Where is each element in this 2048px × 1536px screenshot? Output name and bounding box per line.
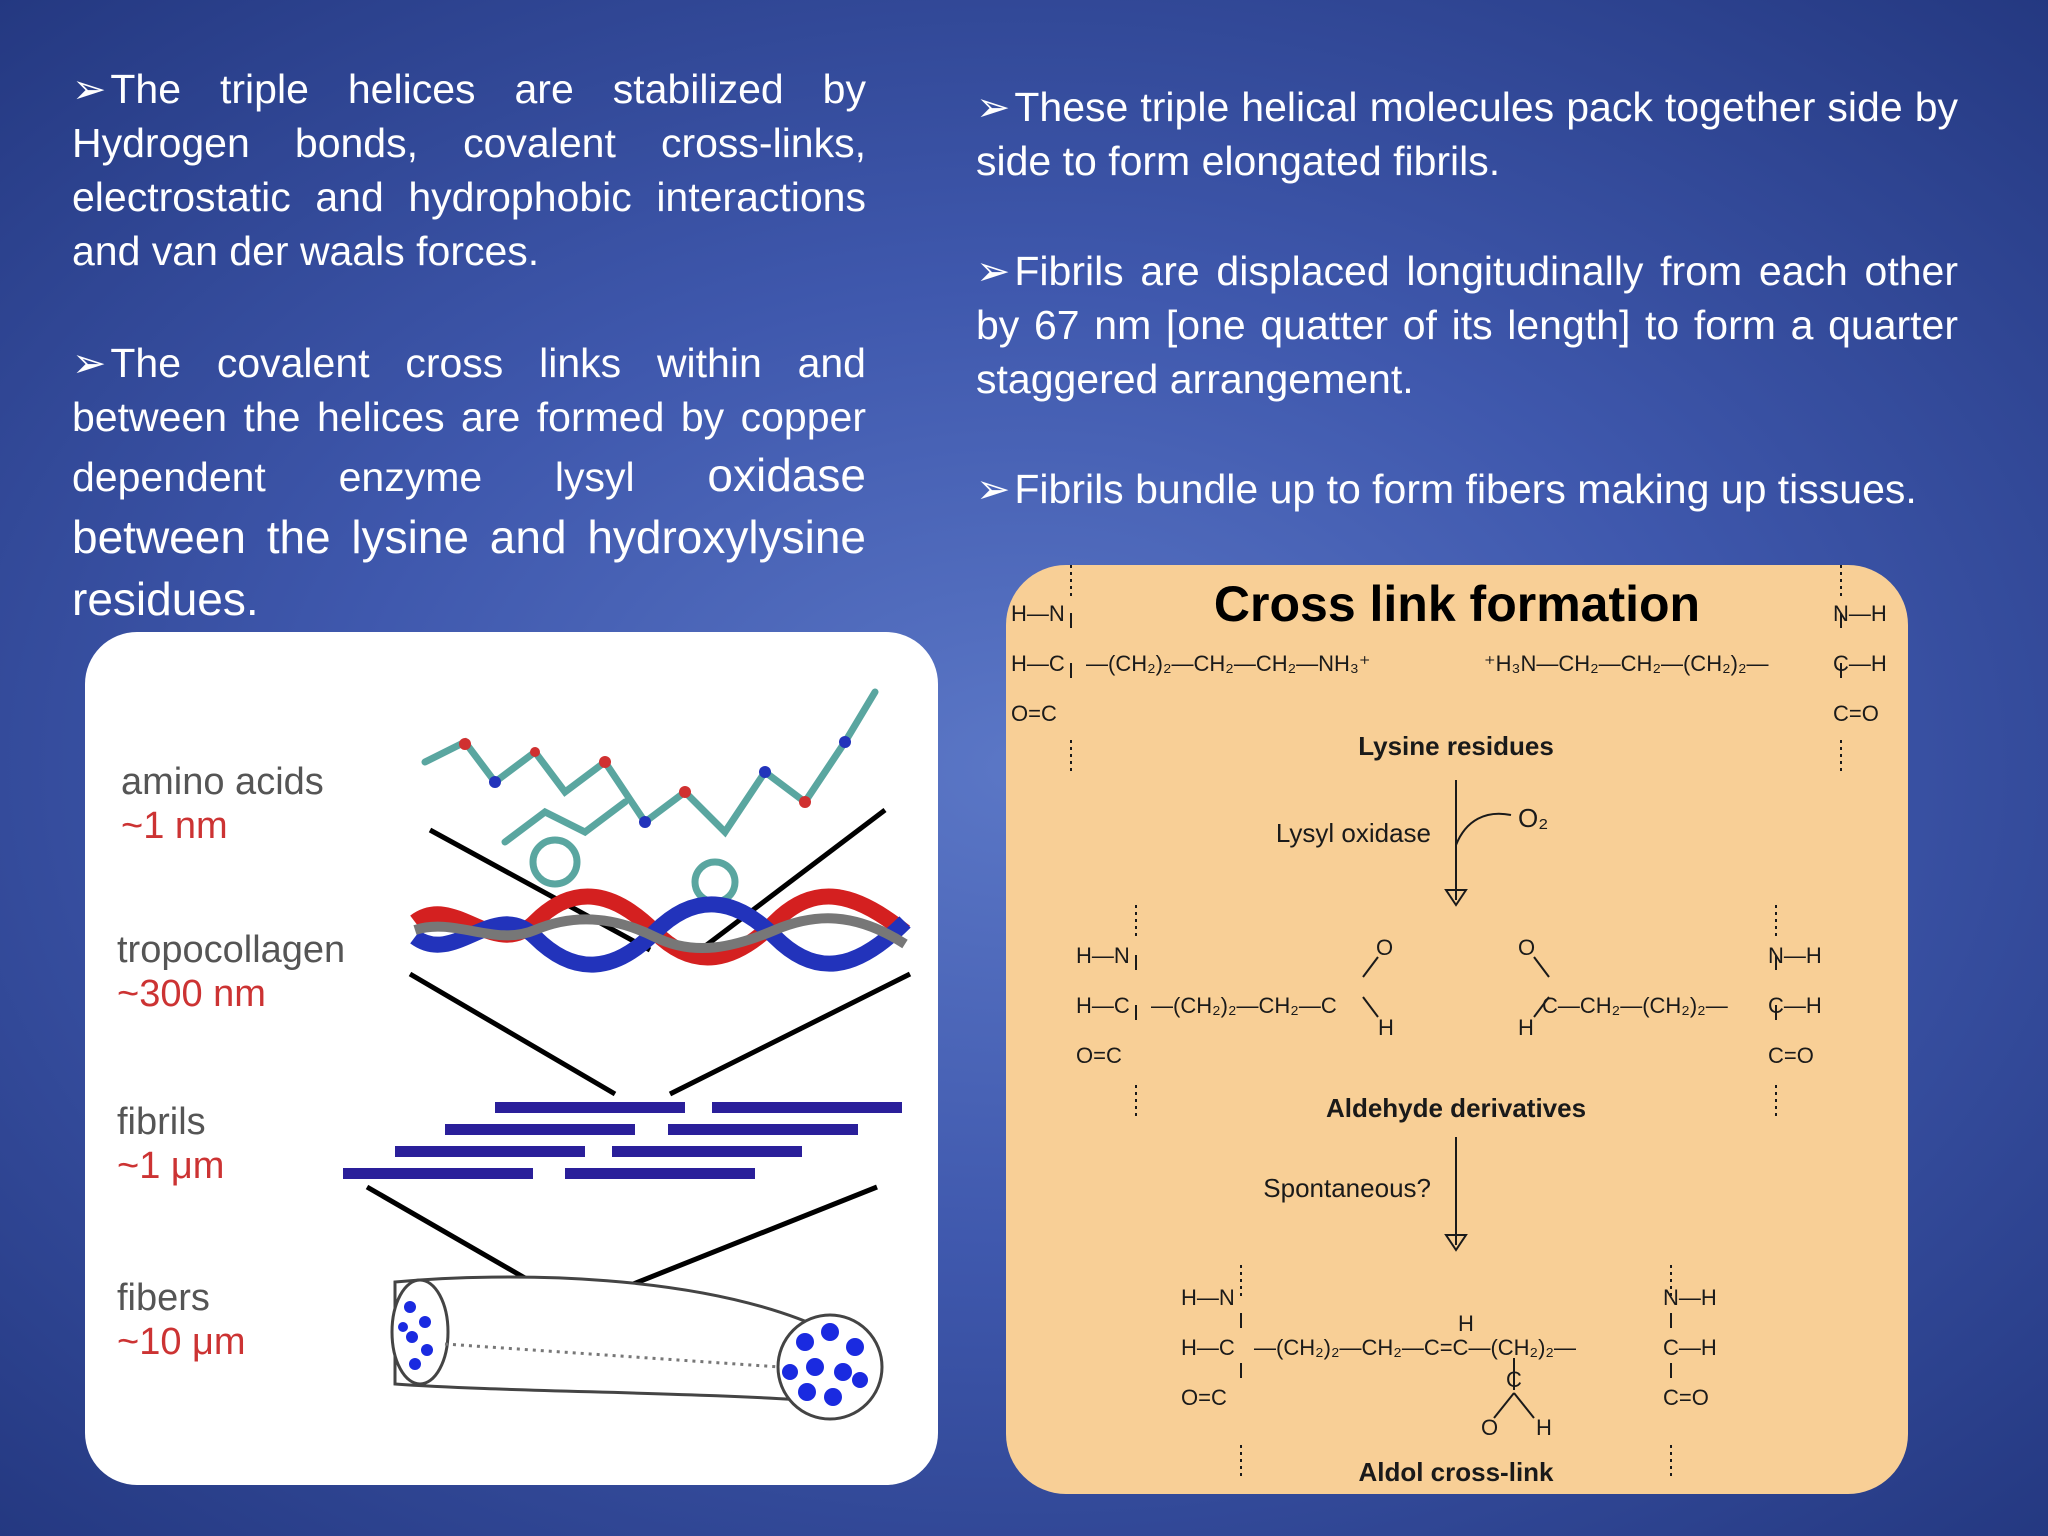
paragraph-text: Fibrils bundle up to form fibers making …	[1014, 466, 1917, 512]
paragraph-text: The covalent cross links within and betw…	[72, 340, 866, 500]
aldol-aldehyde-oxygen: O	[1481, 1415, 1498, 1440]
figure-title: Cross link formation	[1213, 576, 1701, 632]
lysyl-oxidase-label: Lysyl oxidase	[1276, 818, 1431, 848]
level-size-fibers: ~10 μm	[117, 1321, 246, 1363]
paragraph-text: The triple helices are stabilized by Hyd…	[72, 66, 866, 274]
paragraph-text: These triple helical molecules pack toge…	[976, 84, 1958, 184]
aldehyde-left-amine: H—N	[1076, 943, 1130, 968]
aldehyde-derivatives-label: Aldehyde derivatives	[1326, 1093, 1586, 1123]
bullet-triple-helix-packing: ➢These triple helical molecules pack tog…	[976, 80, 1958, 188]
aldehyde-left-hydrogen: H	[1378, 1015, 1394, 1040]
bullet-arrow-icon: ➢	[976, 466, 1011, 512]
lysine-right-side-chain: ⁺H₃N—CH₂—CH₂—(CH₂)₂—	[1484, 651, 1769, 676]
reaction-arrowhead-icon	[1444, 889, 1468, 1252]
aldol-aldehyde-carbon: C	[1506, 1367, 1522, 1392]
level-size-tropocollagen: ~300 nm	[117, 973, 266, 1015]
level-label-fibers: fibers	[117, 1277, 210, 1319]
lysine-right-carbonyl: C=O	[1833, 701, 1879, 726]
aldol-left-carbonyl: O=C	[1181, 1385, 1227, 1410]
level-label-amino-acids: amino acids	[121, 761, 324, 803]
level-size-amino-acids: ~1 nm	[121, 805, 228, 847]
collagen-hierarchy-diagram: amino acids ~1 nm tropocollagen ~300 nm …	[117, 688, 912, 1421]
paragraph-text: Fibrils are displaced longitudinally fro…	[976, 248, 1958, 402]
staggered-fibrils-icon	[343, 1102, 902, 1179]
zoom-connector-lines	[365, 808, 912, 1303]
lysine-right-alpha-carbon: C—H	[1833, 651, 1887, 676]
crosslink-reaction-diagram: H—N H—C —(CH₂)₂—CH₂—CH₂—NH₃⁺ O=C ⁺H₃N—CH…	[1011, 565, 1887, 1487]
spontaneous-label: Spontaneous?	[1263, 1173, 1431, 1203]
aldehyde-right-amine: N—H	[1768, 943, 1822, 968]
tropocollagen-triple-helix-icon	[410, 888, 911, 973]
collagen-fiber-bundle-icon	[390, 1275, 884, 1421]
lysine-left-carbonyl: O=C	[1011, 701, 1057, 726]
aldol-right-carbonyl: C=O	[1663, 1385, 1709, 1410]
aldol-right-amine: N—H	[1663, 1285, 1717, 1310]
aldol-crosslink-label: Aldol cross-link	[1358, 1457, 1554, 1487]
bullet-covalent-crosslinks: ➢The covalent cross links within and bet…	[72, 336, 866, 630]
level-label-fibrils: fibrils	[117, 1101, 206, 1143]
bullet-fibril-bundles: ➢Fibrils bundle up to form fibers making…	[976, 462, 1958, 516]
aldehyde-left-oxygen: O	[1376, 935, 1393, 960]
lysine-left-amine: H—N	[1011, 601, 1065, 626]
lysine-residues-label: Lysine residues	[1358, 731, 1554, 761]
aldehyde-right-alpha-carbon: C—H	[1768, 993, 1822, 1018]
aldol-bridge-chain: —(CH₂)₂—CH₂—C=C—(CH₂)₂—	[1254, 1335, 1576, 1360]
aldehyde-right-oxygen: O	[1518, 935, 1535, 960]
aldol-bridge-hydrogen: H	[1458, 1311, 1474, 1336]
aldehyde-right-hydrogen: H	[1518, 1015, 1534, 1040]
collagen-hierarchy-figure: amino acids ~1 nm tropocollagen ~300 nm …	[85, 632, 938, 1485]
aldehyde-right-side-chain: C—CH₂—(CH₂)₂—	[1542, 993, 1728, 1018]
bullet-arrow-icon: ➢	[72, 66, 107, 112]
level-label-tropocollagen: tropocollagen	[117, 929, 345, 971]
aldehyde-right-carbonyl: C=O	[1768, 1043, 1814, 1068]
bullet-arrow-icon: ➢	[976, 84, 1011, 130]
aldol-aldehyde-hydrogen: H	[1536, 1415, 1552, 1440]
aldehyde-left-alpha-carbon: H—C	[1076, 993, 1130, 1018]
paragraph-text-large: oxidase between the lysine and hydroxyly…	[72, 449, 866, 625]
lysine-left-alpha-carbon: H—C	[1011, 651, 1065, 676]
bullet-helix-stabilization: ➢The triple helices are stabilized by Hy…	[72, 62, 866, 278]
lysine-right-amine: N—H	[1833, 601, 1887, 626]
aldol-left-amine: H—N	[1181, 1285, 1235, 1310]
aldol-right-alpha-carbon: C—H	[1663, 1335, 1717, 1360]
aldehyde-left-side-chain: —(CH₂)₂—CH₂—C	[1151, 993, 1337, 1018]
aldehyde-left-carbonyl: O=C	[1076, 1043, 1122, 1068]
bullet-fibril-displacement: ➢Fibrils are displaced longitudinally fr…	[976, 244, 1958, 406]
crosslink-formation-figure: Cross link formation	[1006, 565, 1908, 1494]
amino-acid-molecule-icon	[421, 688, 879, 906]
lysine-left-side-chain: —(CH₂)₂—CH₂—CH₂—NH₃⁺	[1086, 651, 1371, 676]
aldol-left-alpha-carbon: H—C	[1181, 1335, 1235, 1360]
bullet-arrow-icon: ➢	[72, 340, 107, 386]
oxygen-label: O₂	[1518, 803, 1548, 833]
bullet-arrow-icon: ➢	[976, 248, 1011, 294]
level-size-fibrils: ~1 μm	[117, 1145, 224, 1187]
